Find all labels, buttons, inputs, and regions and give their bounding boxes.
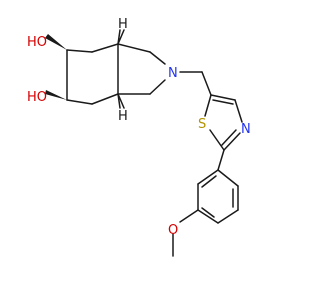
bond — [221, 129, 237, 146]
wedge-bond — [45, 34, 67, 50]
bond — [91, 93, 119, 105]
hashed-bond-top — [117, 29, 125, 45]
bond — [234, 99, 243, 123]
bond — [149, 79, 166, 95]
bond — [209, 129, 225, 151]
bond — [217, 209, 239, 224]
thiazole-nitrogen-label: N — [241, 122, 251, 137]
bond — [197, 169, 219, 185]
bond — [91, 43, 119, 53]
bond — [201, 71, 212, 96]
bond — [201, 207, 215, 218]
hydrogen-label-bottom: H — [118, 109, 128, 124]
bond — [212, 99, 234, 105]
hydrogen-label-top: H — [118, 17, 128, 32]
hash — [117, 93, 121, 109]
thiazole-sulfur-label: S — [198, 117, 206, 132]
bond — [217, 169, 239, 187]
bond — [149, 51, 166, 65]
phenyl-ring — [197, 169, 239, 224]
wedge-bond — [45, 90, 67, 100]
thiazole-ring — [204, 94, 243, 151]
bond — [197, 209, 219, 224]
hashed-bond-bottom — [117, 93, 125, 109]
cyclohexane-ring — [66, 43, 119, 105]
bond — [66, 49, 93, 53]
bond — [204, 94, 212, 117]
bond — [210, 94, 236, 101]
pyrrolidine-ring — [117, 43, 166, 95]
ring-nitrogen-label: N — [168, 66, 178, 81]
hash — [117, 29, 121, 45]
bond — [66, 99, 93, 105]
bond — [117, 43, 151, 53]
hydroxyl-label-bottom: HO — [27, 90, 47, 105]
hydroxyl-label-top: HO — [27, 35, 47, 50]
bond — [201, 175, 217, 188]
structure-diagram: HO HO H H N S N O — [27, 17, 251, 257]
methoxy-oxygen-label: O — [168, 223, 178, 238]
bond — [217, 149, 225, 171]
bond — [179, 209, 199, 223]
bond — [223, 132, 241, 151]
